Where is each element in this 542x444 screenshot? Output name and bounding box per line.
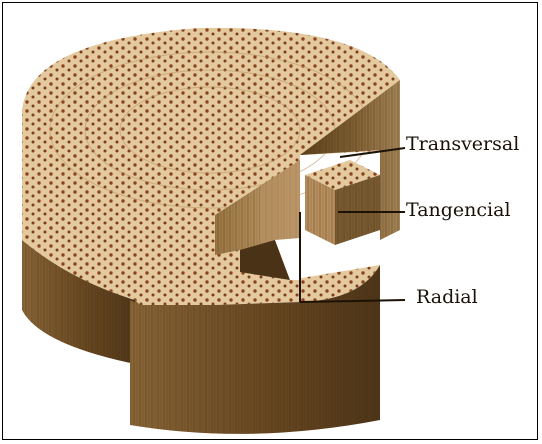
label-radial: Radial (416, 286, 478, 308)
label-tangencial: Tangencial (406, 199, 511, 221)
sample-cube (305, 160, 380, 245)
label-transversal: Transversal (406, 133, 519, 155)
